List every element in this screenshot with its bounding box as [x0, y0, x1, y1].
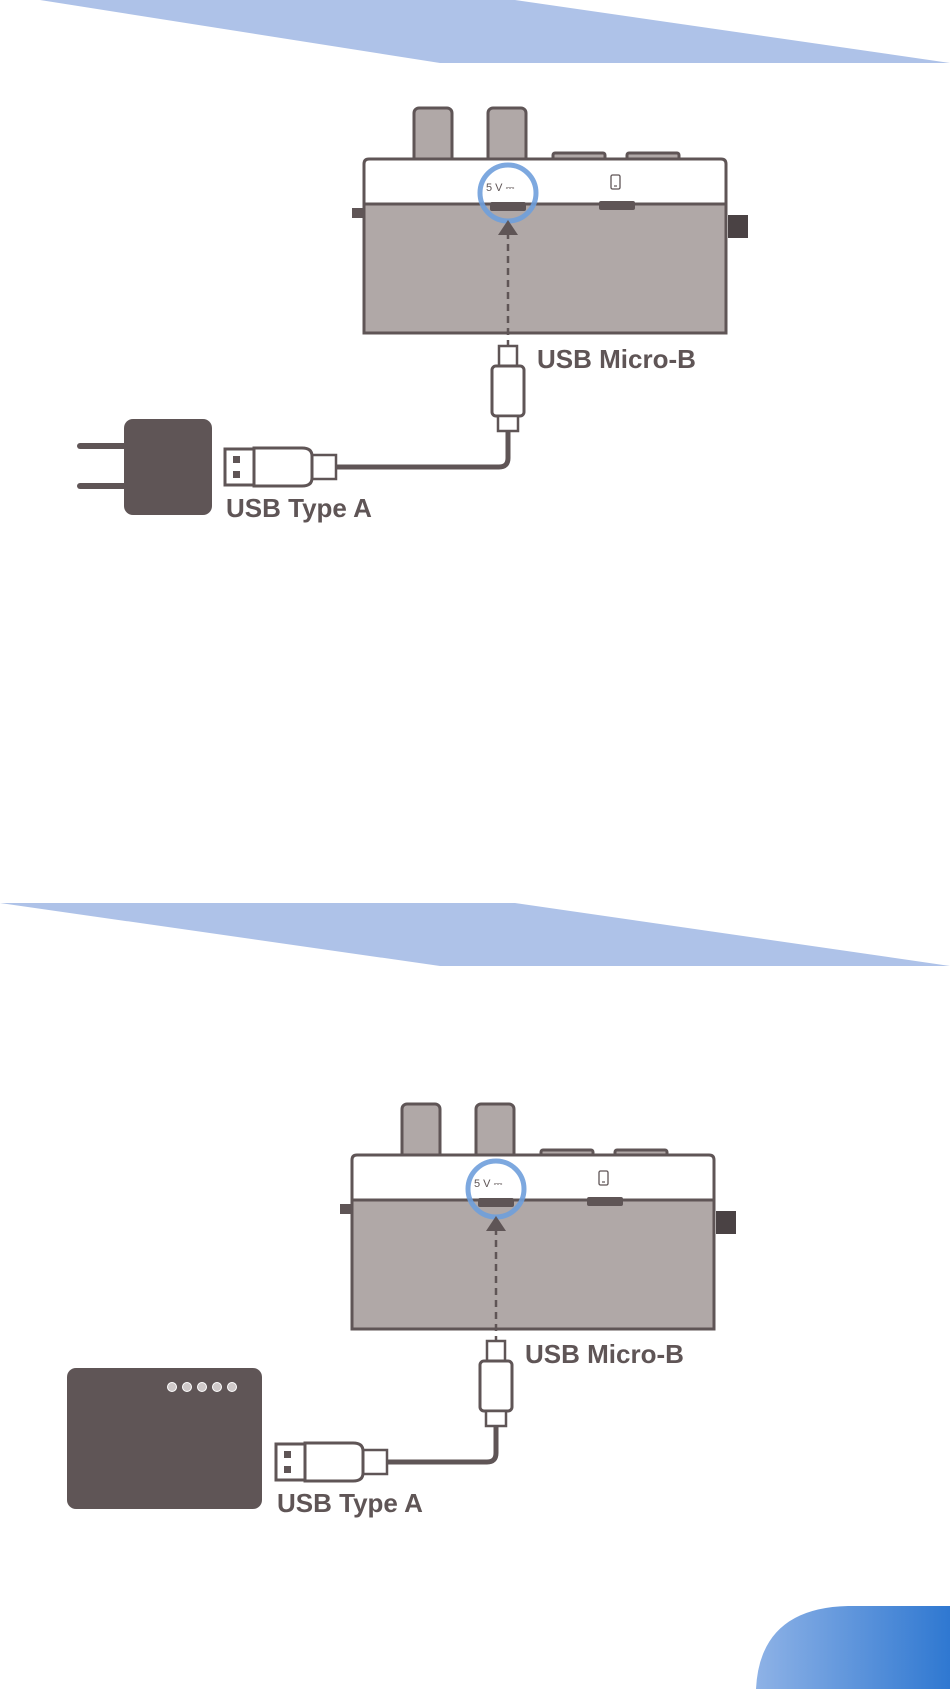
usb-micro-b-connector: [480, 1341, 512, 1426]
micro-usb-port-phone: [587, 1197, 623, 1206]
usb-micro-b-label: USB Micro-B: [525, 1339, 684, 1369]
plug-prong-top: [77, 443, 127, 449]
usb-micro-b-connector: [492, 346, 524, 431]
usb-cable: [386, 1426, 496, 1462]
plug-prong-bottom: [77, 483, 127, 489]
knob-right: [488, 108, 526, 163]
knob-left: [402, 1104, 440, 1159]
usb-type-a-label: USB Type A: [277, 1488, 423, 1518]
knob-right: [476, 1104, 514, 1159]
micro-usb-port-power: [490, 202, 526, 211]
usb-cable: [335, 431, 508, 467]
panel-1: 5 V ⎓ USB Micro-B USB Type A: [40, 0, 950, 523]
pedal-device: 5 V ⎓: [352, 108, 748, 333]
micro-usb-port-phone: [599, 201, 635, 210]
header-banner: [0, 903, 950, 966]
side-jack: [716, 1211, 736, 1234]
usb-type-a-connector: [276, 1443, 387, 1481]
pedal-device: 5 V ⎓: [340, 1104, 736, 1329]
ac-adapter: [77, 419, 212, 515]
usb-type-a-label: USB Type A: [226, 493, 372, 523]
page-corner-badge: [756, 1606, 950, 1689]
header-banner: [40, 0, 950, 63]
usb-micro-b-label: USB Micro-B: [537, 344, 696, 374]
usb-type-a-connector: [225, 448, 336, 486]
panel-2: 5 V ⎓ USB Micro-B USB Type A: [0, 903, 950, 1518]
device-top-panel: [352, 1155, 714, 1200]
power-bank: [67, 1368, 262, 1509]
adapter-body: [124, 419, 212, 515]
side-jack: [728, 215, 748, 238]
port-voltage-label: 5 V ⎓: [474, 1178, 503, 1190]
device-body: [352, 1198, 714, 1329]
micro-usb-port-power: [478, 1198, 514, 1207]
device-top-panel: [364, 159, 726, 204]
device-body: [364, 202, 726, 333]
knob-left: [414, 108, 452, 163]
port-voltage-label: 5 V ⎓: [486, 182, 515, 194]
